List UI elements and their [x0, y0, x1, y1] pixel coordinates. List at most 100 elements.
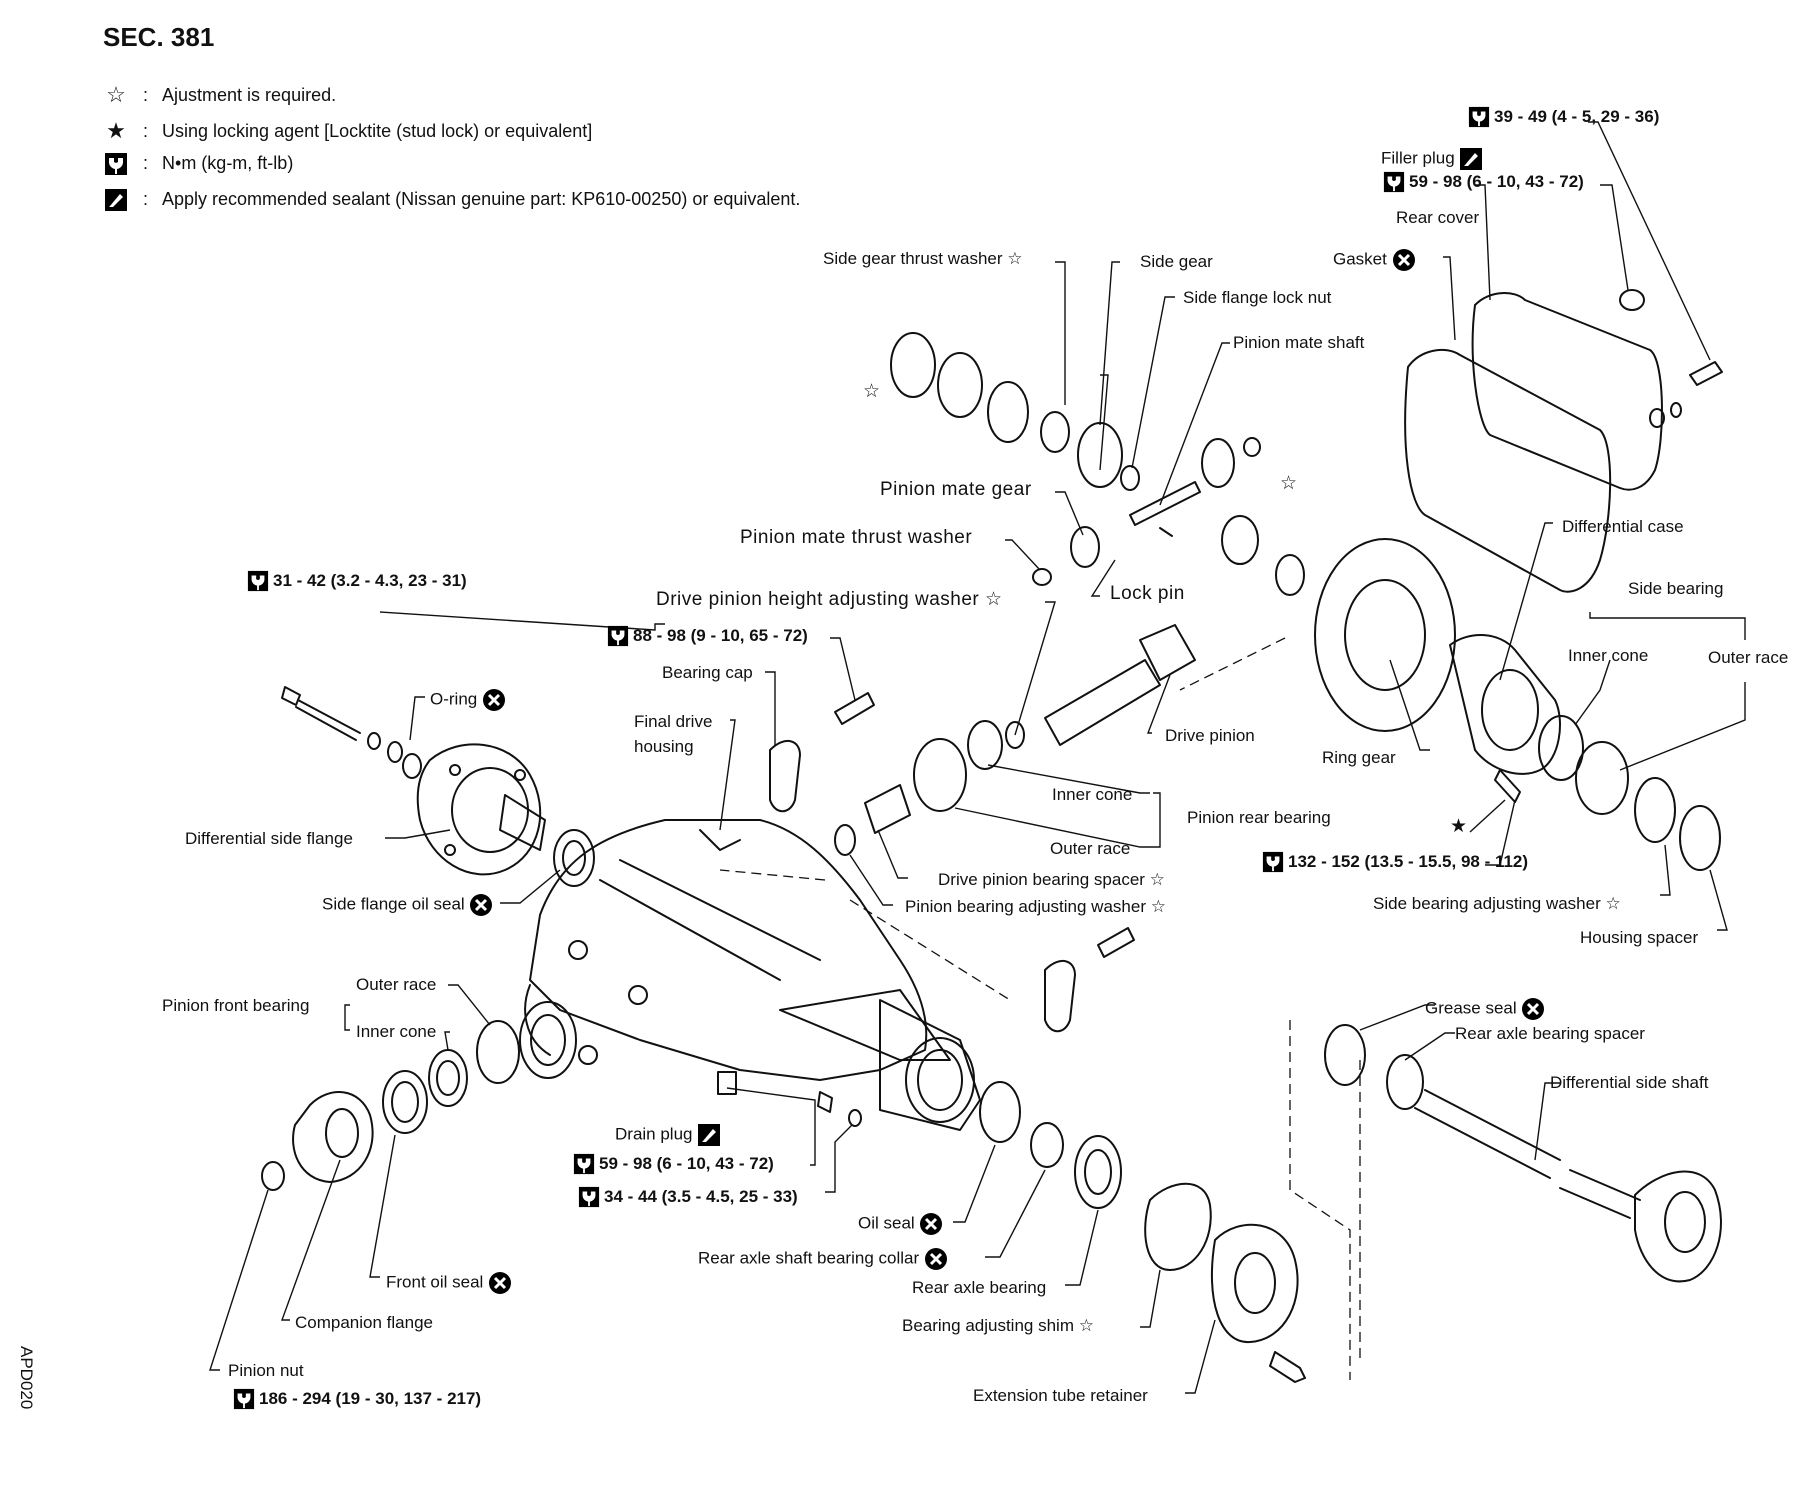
label-oil-seal-text: Oil seal — [858, 1213, 915, 1233]
legend-torque: : N•m (kg-m, ft-lb) — [103, 150, 293, 176]
torque-wrench-icon — [578, 1186, 600, 1208]
hollow-star-icon: ☆ — [106, 82, 126, 107]
side-gear-shape — [1077, 422, 1123, 488]
label-ring-gear: Ring gear — [1322, 748, 1396, 767]
front-oil-seal-shape — [382, 1070, 428, 1134]
label-pinion-front-bearing: Pinion front bearing — [162, 996, 310, 1015]
figure-code: APD020 — [17, 1346, 36, 1410]
sealant-icon — [698, 1124, 721, 1146]
housing-spacer-shape — [1679, 805, 1721, 871]
side-flange-oil-seal-shape — [553, 829, 595, 887]
inner-cone-front-shape — [428, 1049, 468, 1107]
label-o-ring: O-ring — [430, 688, 506, 712]
torque-wrench-icon — [1262, 851, 1284, 873]
label-rear-axle-bearing-spacer: Rear axle bearing spacer — [1455, 1024, 1645, 1043]
differential-case-shape — [1449, 633, 1561, 775]
torque-wrench-icon — [1383, 171, 1405, 193]
label-filler-plug-text: Filler plug — [1381, 148, 1455, 168]
side-flange-lock-nut-shape — [1120, 465, 1140, 491]
rear-axle-shaft-bearing-collar-shape — [1030, 1122, 1064, 1168]
torque-bearing-cap-text: 88 - 98 (9 - 10, 65 - 72) — [633, 626, 808, 645]
label-pinion-mate-gear: Pinion mate gear — [880, 479, 1032, 500]
legend-torque-text: N•m (kg-m, ft-lb) — [162, 152, 294, 173]
drive-pinion-shape — [1044, 659, 1161, 746]
outer-race-front-shape — [476, 1020, 520, 1084]
discard-icon — [1392, 249, 1415, 271]
torque-spec-pinion-nut: 186 - 294 (19 - 30, 137 - 217) — [233, 1388, 481, 1410]
inner-cone-side-shape — [1538, 715, 1584, 781]
outer-race-side-shape — [1575, 741, 1629, 815]
oil-seal-shape — [979, 1081, 1021, 1143]
label-side-gear: Side gear — [1140, 252, 1213, 271]
legend-locking: ★: Using locking agent [Locktite (stud l… — [103, 118, 592, 144]
discard-icon — [1522, 998, 1545, 1020]
inner-cone-rear-shape — [967, 720, 1003, 770]
torque-pinion-nut-text: 186 - 294 (19 - 30, 137 - 217) — [259, 1389, 482, 1408]
label-star-left: ☆ — [863, 381, 881, 402]
label-pinion-mate-thrust-washer: Pinion mate thrust washer — [740, 527, 973, 548]
label-companion-flange: Companion flange — [295, 1313, 433, 1332]
pinion-mate-gear-shape — [1070, 526, 1100, 568]
label-inner-cone-side: Inner cone — [1568, 646, 1649, 665]
label-drain-plug: Drain plug — [615, 1123, 721, 1147]
label-inner-cone-front: Inner cone — [356, 1022, 437, 1041]
torque-ring-gear-bolt-text: 132 - 152 (13.5 - 15.5, 98 - 112) — [1288, 852, 1529, 871]
label-lock-pin: Lock pin — [1110, 583, 1185, 604]
label-drain-plug-text: Drain plug — [615, 1124, 693, 1144]
torque-spec-tube-nut: 34 - 44 (3.5 - 4.5, 25 - 33) — [578, 1186, 798, 1208]
label-differential-side-flange: Differential side flange — [185, 829, 353, 848]
label-final-drive-housing-1: Final drive — [634, 712, 713, 731]
label-star-solid: ★ — [1450, 816, 1468, 837]
gasket-shape — [1404, 348, 1612, 593]
label-filler-plug: Filler plug — [1381, 147, 1483, 171]
pinion-nut-shape — [261, 1161, 285, 1191]
legend-adjust: ☆: Ajustment is required. — [103, 82, 336, 108]
label-drive-pinion-bearing-spacer: Drive pinion bearing spacer ☆ — [938, 870, 1165, 889]
torque-spec-filler-plug: 59 - 98 (6 - 10, 43 - 72) — [1383, 171, 1584, 193]
torque-spec-ring-gear-bolt: 132 - 152 (13.5 - 15.5, 98 - 112) — [1262, 851, 1528, 873]
label-side-flange-lock-nut: Side flange lock nut — [1183, 288, 1332, 307]
label-side-flange-oil-seal-text: Side flange oil seal — [322, 894, 465, 914]
label-pinion-mate-shaft: Pinion mate shaft — [1233, 333, 1365, 352]
companion-flange-shape — [292, 1091, 374, 1183]
label-outer-race-front: Outer race — [356, 975, 437, 994]
legend-locking-text: Using locking agent [Locktite (stud lock… — [162, 120, 593, 141]
discard-icon — [920, 1213, 943, 1235]
bearing-adjusting-shim-shape — [1144, 1182, 1212, 1271]
label-grease-seal: Grease seal — [1425, 997, 1545, 1021]
label-bearing-cap: Bearing cap — [662, 663, 753, 682]
legend-sealant-text: Apply recommended sealant (Nissan genuin… — [162, 188, 801, 209]
label-differential-side-shaft: Differential side shaft — [1550, 1073, 1709, 1092]
label-grease-seal-text: Grease seal — [1425, 998, 1517, 1018]
ring-gear-shape — [1314, 538, 1456, 732]
label-extension-tube-retainer: Extension tube retainer — [973, 1386, 1148, 1405]
label-bearing-adjusting-shim: Bearing adjusting shim ☆ — [902, 1316, 1094, 1335]
sealant-icon — [1460, 148, 1483, 170]
label-outer-race-side: Outer race — [1708, 648, 1789, 667]
extension-tube-retainer-shape — [1211, 1223, 1299, 1344]
label-rear-axle-bearing: Rear axle bearing — [912, 1278, 1047, 1297]
side-gear-thrust-washer-left-shape — [890, 332, 936, 398]
label-housing-spacer: Housing spacer — [1580, 928, 1699, 947]
label-star-mid: ☆ — [1280, 473, 1298, 494]
solid-star-icon: ★ — [106, 118, 126, 143]
label-outer-race-rear: Outer race — [1050, 839, 1131, 858]
torque-drain-plug-text: 59 - 98 (6 - 10, 43 - 72) — [599, 1154, 774, 1173]
torque-spec-bearing-cap: 88 - 98 (9 - 10, 65 - 72) — [607, 625, 808, 647]
discard-icon — [489, 1272, 512, 1294]
label-side-flange-oil-seal: Side flange oil seal — [322, 893, 493, 917]
drain-plug-shape — [717, 1071, 737, 1095]
torque-cover-bolt-text: 39 - 49 (4 - 5, 29 - 36) — [1494, 107, 1660, 126]
torque-wrench-icon — [103, 150, 129, 176]
label-pinion-rear-bearing: Pinion rear bearing — [1187, 808, 1331, 827]
filler-plug-shape — [1619, 289, 1645, 311]
label-o-ring-text: O-ring — [430, 689, 478, 709]
pinion-bearing-adjusting-washer-shape — [834, 824, 856, 856]
label-front-oil-seal: Front oil seal — [386, 1271, 512, 1295]
grease-seal-shape — [1324, 1024, 1366, 1086]
torque-spec-cover-bolt: 39 - 49 (4 - 5, 29 - 36) — [1468, 106, 1659, 128]
discard-icon — [470, 894, 493, 916]
bearing-cap-shape — [769, 740, 801, 813]
drive-pinion-bearing-spacer-shape — [864, 784, 911, 834]
